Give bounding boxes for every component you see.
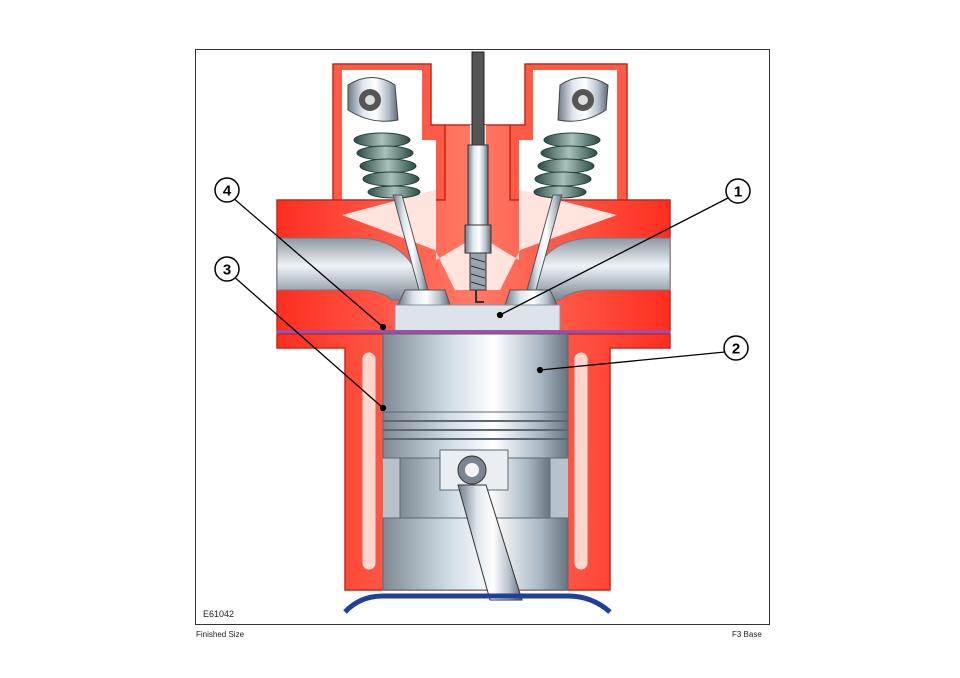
connecting-rod <box>457 484 523 601</box>
right-coolant-jacket <box>573 351 589 571</box>
base-label: F3 Base <box>732 630 762 639</box>
crankcase-edge <box>343 593 612 614</box>
left-valve-spring <box>353 132 421 199</box>
intake-valve <box>392 194 451 306</box>
callout-4: 4 <box>214 177 240 203</box>
callout-3: 3 <box>214 256 240 282</box>
combustion-chamber <box>394 304 561 333</box>
right-valve-spring <box>533 132 601 199</box>
callout-1: 1 <box>725 178 751 204</box>
finished-size-label: Finished Size <box>196 630 245 639</box>
callout-2: 2 <box>723 335 749 361</box>
callout-1-number: 1 <box>734 184 742 201</box>
left-rocker <box>347 77 399 122</box>
figure-id: E61042 <box>203 609 235 619</box>
callout-3-number: 3 <box>223 262 231 279</box>
left-coolant-jacket <box>361 351 377 571</box>
diagram-frame <box>195 49 770 625</box>
right-rocker <box>557 77 609 122</box>
callout-2-number: 2 <box>732 341 740 358</box>
callout-leaders <box>231 196 731 412</box>
head-gasket <box>277 330 670 334</box>
callout-4-number: 4 <box>223 183 232 200</box>
spark-plug <box>464 51 492 303</box>
